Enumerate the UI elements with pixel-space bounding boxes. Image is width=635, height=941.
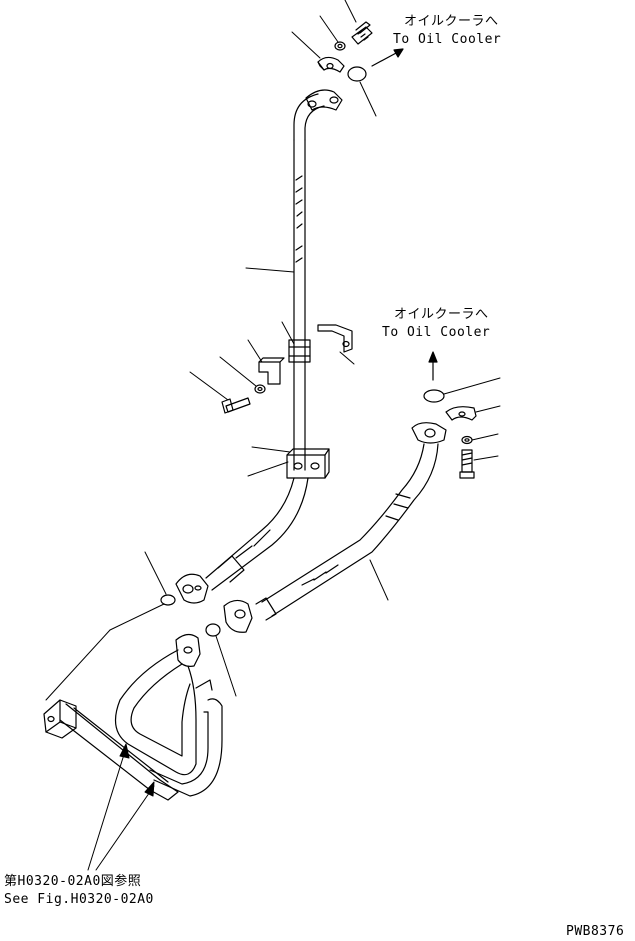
top-arrow [371,48,404,67]
right-bolt [459,449,475,479]
oil-cooler-label-top-jp: オイルクーラへ [404,14,499,29]
see-figure-label-jp: 第H0320-02A0図参照 [4,874,142,889]
o-ring-a [160,594,176,606]
top-half-clamp [317,56,345,73]
oil-cooler-label-mid-jp: オイルクーラへ [394,307,489,322]
vertical-hose [286,89,343,479]
top-washer [334,41,346,51]
leader-lines [45,0,501,701]
o-ring-b [205,623,221,637]
hose-b [223,422,447,633]
left-bracket [258,357,285,385]
reference-arrows [87,743,155,871]
hose-a [175,477,309,604]
see-figure-label-en: See Fig.H0320-02A0 [4,892,154,907]
left-washer [254,384,266,394]
oil-cooler-label-top-en: To Oil Cooler [393,32,502,47]
left-bolt [221,397,251,414]
top-o-ring [347,66,367,82]
clamp-bracket [317,324,353,353]
right-o-ring [423,389,445,403]
lower-pipe-assembly [43,633,223,801]
drawing-number: PWB8376 [566,924,625,939]
oil-cooler-label-mid-en: To Oil Cooler [382,325,491,340]
right-washer [461,435,473,445]
top-bolt [351,21,373,45]
mid-arrow [428,351,438,381]
right-half-clamp [445,406,477,421]
